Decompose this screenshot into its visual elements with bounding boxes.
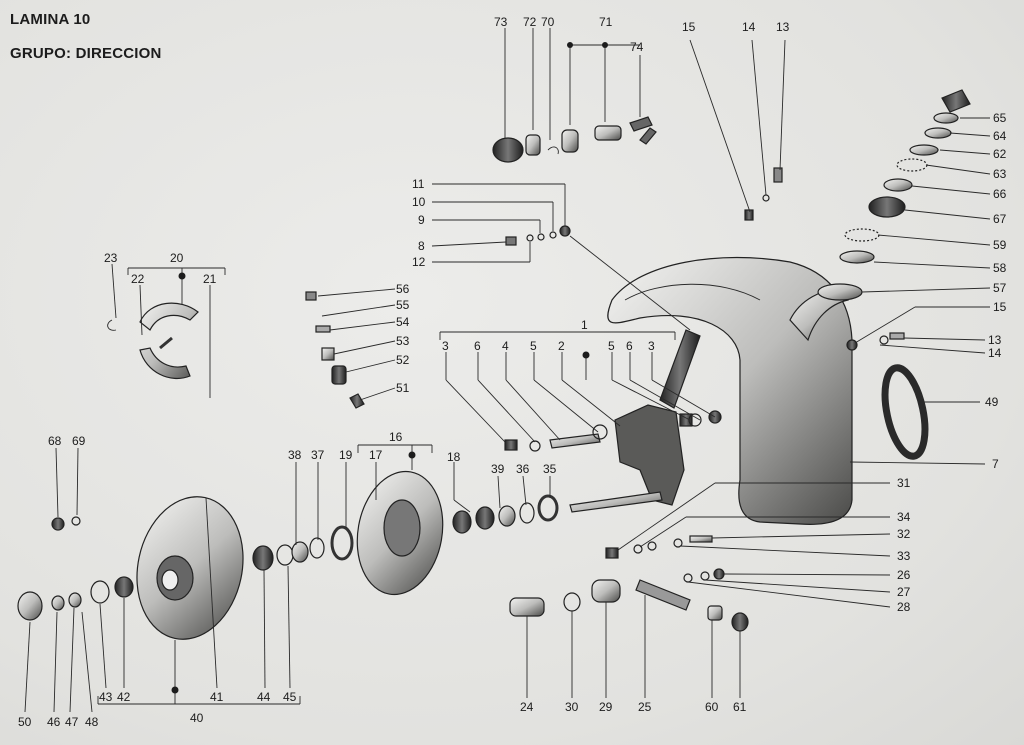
callout: 3 [442,339,449,353]
callout: 71 [599,15,613,29]
callout: 49 [985,395,999,409]
callout: 35 [543,462,557,476]
callout: 22 [131,272,145,286]
brake-shoes [139,302,199,380]
callout: 40 [190,711,204,725]
callout-labels: 73 72 70 71 74 15 14 13 65 64 62 63 66 6… [18,15,1007,729]
callout: 14 [988,346,1002,360]
callout: 65 [993,111,1007,125]
callout: 5 [530,339,537,353]
callout: 11 [412,177,425,191]
callout: 13 [988,333,1002,347]
callout: 7 [992,457,999,471]
callout: 61 [733,700,747,714]
callout: 44 [257,690,271,704]
pivot-pin [549,433,601,449]
callout: 3 [648,339,655,353]
callout: 42 [117,690,131,704]
callout: 45 [283,690,297,704]
callout-dots [171,42,608,694]
callout: 41 [210,690,224,704]
callout: 32 [897,527,911,541]
callout: 19 [339,448,353,462]
callout: 16 [389,430,403,444]
threaded-nut [941,89,971,113]
callout: 66 [993,187,1007,201]
callout: 6 [474,339,481,353]
callout: 55 [396,298,410,312]
callout: 72 [523,15,537,29]
fender-inner-edge [624,283,761,301]
callout: 20 [170,251,184,265]
callout: 12 [412,255,426,269]
callout: 62 [993,147,1007,161]
callout: 1 [581,318,588,332]
callout: 51 [396,381,410,395]
callout: 53 [396,334,410,348]
parts [17,89,971,640]
callout: 50 [18,715,32,729]
axle [569,491,663,513]
callout: 14 [742,20,756,34]
fender [607,256,853,525]
callout: 34 [897,510,911,524]
callout: 10 [412,195,426,209]
callout: 68 [48,434,62,448]
group-title: GRUPO: DIRECCION [10,45,162,62]
callout: 24 [520,700,534,714]
steering-tube [659,329,701,409]
callout: 9 [418,213,425,227]
callout: 15 [682,20,696,34]
callout: 46 [47,715,61,729]
callout: 8 [418,239,425,253]
steering-bracket [614,404,685,506]
callout: 60 [705,700,719,714]
callout: 13 [776,20,790,34]
callout: 23 [104,251,118,265]
callout: 43 [99,690,113,704]
callout: 18 [447,450,461,464]
callout: 15 [993,300,1007,314]
callout: 47 [65,715,79,729]
callout: 31 [897,476,911,490]
callout: 4 [502,339,509,353]
callout: 29 [599,700,613,714]
callout: 67 [993,212,1007,226]
callout: 54 [396,315,410,329]
callout: 28 [897,600,911,614]
callout: 30 [565,700,579,714]
callout: 70 [541,15,555,29]
callout: 5 [608,339,615,353]
callout: 25 [638,700,652,714]
callout: 37 [311,448,325,462]
callout: 33 [897,549,911,563]
callout: 39 [491,462,505,476]
callout: 73 [494,15,508,29]
sheet-number: LAMINA 10 [10,11,91,28]
callout: 52 [396,353,410,367]
callout: 26 [897,568,911,582]
callout: 6 [626,339,633,353]
callout: 69 [72,434,86,448]
callout: 57 [993,281,1007,295]
callout: 36 [516,462,530,476]
callout: 27 [897,585,911,599]
callout: 17 [369,448,383,462]
callout: 21 [203,272,217,286]
callout: 56 [396,282,410,296]
callout: 63 [993,167,1007,181]
callout: 58 [993,261,1007,275]
leader-lines [24,28,991,713]
callout: 59 [993,238,1007,252]
callout: 2 [558,339,565,353]
callout: 74 [630,40,644,54]
callout: 48 [85,715,99,729]
callout: 64 [993,129,1007,143]
callout: 38 [288,448,302,462]
